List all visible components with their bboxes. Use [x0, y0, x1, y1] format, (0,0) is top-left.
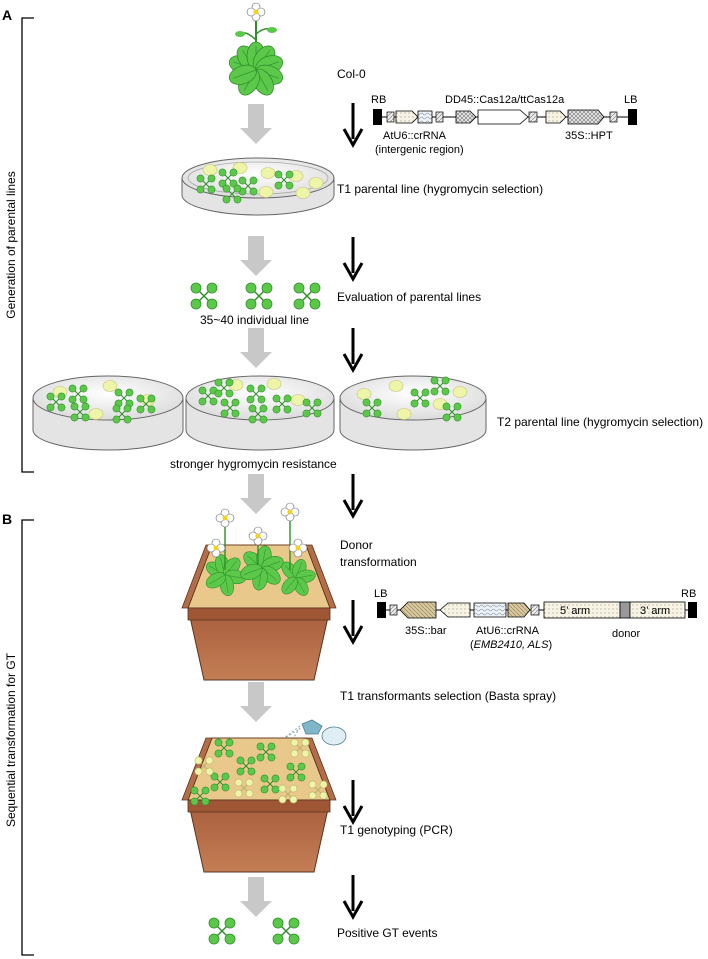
rb-border-b [688, 602, 697, 618]
construct-a-crrna-label: AtU6::crRNA [383, 130, 447, 142]
t1-parental-label: T1 parental line (hygromycin selection) [337, 182, 543, 196]
positive-seedling-2 [272, 917, 300, 945]
construct-b-3arm-label: 3’ arm [640, 605, 670, 617]
construct-b-5arm-label: 5’ arm [560, 605, 590, 617]
construct-b-crrna-label: AtU6::crRNA [476, 625, 540, 637]
construct-b-bar-label: 35S::bar [405, 625, 447, 637]
black-arrow-2 [342, 235, 364, 281]
panel-b-bracket [21, 519, 34, 956]
stronger-resistance-label: stronger hygromycin resistance [170, 457, 337, 471]
black-arrow-6 [342, 778, 364, 824]
positive-gt-label: Positive GT events [337, 926, 438, 940]
black-arrow-5 [342, 598, 364, 644]
construct-a-cas-label: DD45::Cas12a/ttCas12a [445, 94, 565, 106]
lb-border-b [377, 602, 386, 618]
evaluation-seedling-3 [293, 282, 321, 310]
construct-b-rb: RB [681, 588, 696, 600]
panel-a-side-label: Generation of parental lines [4, 171, 18, 318]
construct-b-targets-close: ) [548, 639, 552, 651]
construct-a-hpt-label: 35S::HPT [565, 130, 613, 142]
t2-petri-dish-3 [339, 375, 487, 451]
t2-petri-dish-1 [32, 375, 184, 451]
gray-arrow-6 [240, 877, 272, 917]
construct-b-targets-open: ( [470, 639, 474, 651]
panel-a-letter: A [2, 7, 12, 23]
lb-border-a [628, 109, 637, 125]
donor-label-line2: transformation [340, 555, 417, 569]
black-arrow-7 [342, 873, 364, 919]
gray-arrow-3 [240, 328, 272, 368]
construct-b-lb: LB [374, 588, 387, 600]
construct-a-intergenic-label: (intergenic region) [375, 144, 464, 156]
individual-lines-label: 35~40 individual line [200, 313, 309, 327]
construct-b-tdna-map [377, 601, 697, 619]
col0-label: Col-0 [337, 67, 366, 81]
positive-seedling-1 [208, 917, 236, 945]
gray-arrow-5 [240, 682, 272, 722]
gray-arrow-4 [240, 474, 272, 514]
black-arrow-3 [342, 326, 364, 372]
construct-b-targets-genes: EMB2410, ALS [474, 639, 549, 651]
rb-border-a [373, 109, 382, 125]
construct-b-targets-label: (EMB2410, ALS) [470, 639, 552, 651]
t1-genotyping-label: T1 genotyping (PCR) [340, 823, 453, 837]
evaluation-seedling-2 [245, 282, 273, 310]
construct-b-donor-label: donor [612, 628, 640, 640]
donor-label-line1: Donor [340, 538, 373, 552]
construct-a-lb: LB [624, 94, 637, 106]
t2-petri-dish-2 [185, 375, 335, 451]
evaluation-seedling-1 [190, 282, 218, 310]
evaluation-label: Evaluation of parental lines [337, 290, 481, 304]
t2-parental-label: T2 parental line (hygromycin selection) [497, 415, 703, 429]
col0-plant-illustration [226, 2, 286, 100]
donor-pot-illustration [181, 502, 337, 681]
gray-arrow-1 [240, 104, 272, 144]
panel-a-bracket [21, 17, 34, 473]
panel-b-side-label: Sequential transformation for GT [4, 652, 18, 827]
construct-a-tdna-map [373, 109, 637, 125]
t1-petri-dish [181, 157, 335, 216]
black-arrow-4 [342, 472, 364, 518]
black-arrow-1 [342, 101, 364, 147]
selection-pot-illustration [181, 737, 337, 873]
construct-a-rb: RB [371, 94, 386, 106]
gray-arrow-2 [240, 236, 272, 276]
panel-b-letter: B [2, 511, 12, 527]
spray-bottle-icon [277, 719, 347, 747]
t1-selection-label: T1 transformants selection (Basta spray) [340, 689, 556, 703]
